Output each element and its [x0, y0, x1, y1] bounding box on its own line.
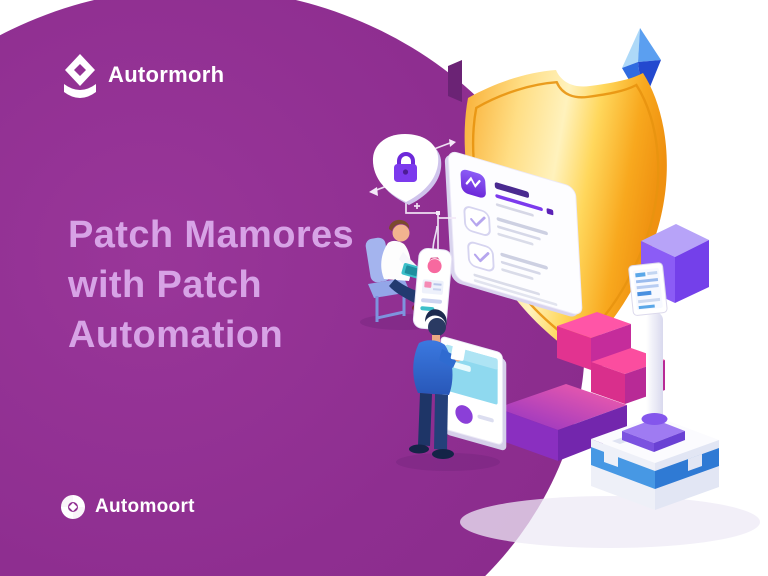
- floor-shadow: [460, 496, 760, 548]
- pole-screen: [628, 262, 668, 316]
- shoe: [409, 444, 429, 454]
- jacket: [413, 340, 453, 395]
- headline-line-3: Automation: [68, 314, 284, 356]
- avatar: [427, 259, 442, 274]
- brand-top-label: Autormorh: [108, 62, 225, 87]
- pole-monitor: [622, 262, 685, 452]
- check-tile-icon: [463, 206, 491, 236]
- arrow-icon: [369, 187, 378, 196]
- head: [392, 224, 410, 242]
- hair: [425, 309, 447, 326]
- brand-bottom-label: Automoort: [95, 496, 195, 517]
- arm: [439, 349, 458, 368]
- lock-badge-icon: [372, 134, 442, 205]
- headline: Patch Mamores with Patch Automation: [68, 210, 428, 360]
- circuit-node: [436, 211, 440, 215]
- background-wedge: [448, 60, 462, 102]
- head: [428, 318, 446, 336]
- kiosk-screen: [412, 248, 453, 331]
- standing-person: [396, 309, 507, 471]
- seated-person: [360, 219, 453, 331]
- headline-line-2: with Patch: [68, 264, 263, 306]
- patch-checklist-panel: [444, 151, 583, 317]
- arrow-icon: [449, 139, 456, 147]
- brand-bottom: Automoort: [60, 494, 195, 520]
- pant-leg: [418, 393, 432, 446]
- purple-slab: [497, 384, 627, 461]
- brand-top: Autormorh: [62, 52, 224, 98]
- whiteboard-screen: [440, 336, 507, 451]
- board-dot: [455, 405, 473, 424]
- striped-base-cube: [591, 416, 719, 510]
- pinwheel-icon: [61, 495, 85, 519]
- diamond-chevron-icon: [64, 54, 96, 98]
- pant-leg: [434, 394, 448, 450]
- paper: [450, 342, 467, 361]
- headline-line-1: Patch Mamores: [68, 214, 355, 256]
- hair: [389, 219, 410, 231]
- check-tile-icon: [467, 241, 495, 272]
- shoe: [432, 449, 454, 459]
